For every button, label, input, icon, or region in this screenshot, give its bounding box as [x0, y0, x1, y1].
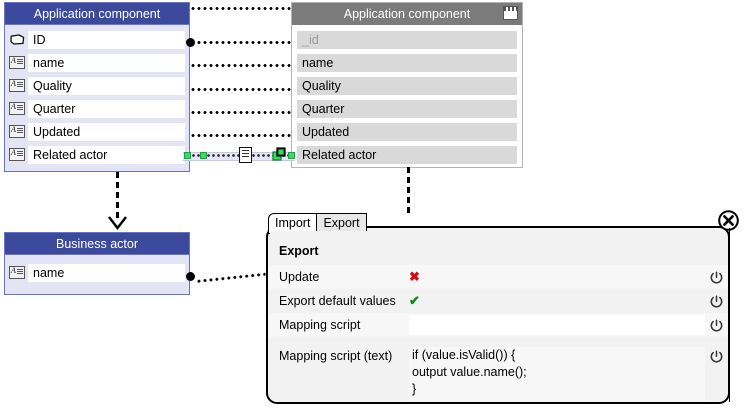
attribute-icon [6, 265, 28, 279]
close-circle-icon[interactable] [718, 210, 739, 231]
mapping-source-handle[interactable] [184, 152, 191, 159]
field-update-value[interactable]: ✖ [409, 269, 420, 284]
source-row-label: Updated [28, 122, 185, 141]
row-band-update [268, 265, 728, 289]
field-export-default-values-label: Export default values [279, 294, 396, 308]
link-quarter [190, 111, 291, 114]
link-updated [190, 134, 291, 137]
target-row-quality[interactable]: Quality [297, 74, 517, 97]
actor-row-name[interactable]: name [6, 261, 185, 284]
link-id [196, 41, 291, 44]
tab-dialog-seam [270, 231, 379, 235]
target-row-updated[interactable]: Updated [297, 120, 517, 143]
actor-name-endpoint [186, 272, 195, 281]
link-node-icon[interactable] [272, 147, 288, 163]
source-id-endpoint [186, 38, 195, 47]
dialog-right-rule [729, 228, 730, 402]
tab-import[interactable]: Import [268, 213, 318, 234]
source-row-name[interactable]: name [6, 51, 185, 74]
key-tag-icon [6, 34, 28, 45]
notepad-icon[interactable] [503, 6, 518, 20]
attribute-icon [6, 101, 28, 115]
source-row-updated[interactable]: Updated [6, 120, 185, 143]
source-panel-body: ID name Quality Quarter Updated Related [5, 25, 189, 166]
target-row-label: Updated [297, 122, 517, 141]
source-row-label: name [28, 53, 185, 72]
target-row-name[interactable]: name [297, 51, 517, 74]
dialog-heading: Export [279, 244, 319, 258]
field-mapping-script-text[interactable]: Mapping script (text) [279, 349, 409, 363]
source-row-label: Quality [28, 76, 185, 95]
field-mapping-script[interactable]: Mapping script [279, 318, 409, 332]
source-panel-title: Application component [5, 3, 189, 25]
field-mapping-script-input[interactable] [409, 315, 705, 335]
attribute-icon [6, 124, 28, 138]
target-row-label: Quality [297, 76, 517, 95]
field-mapping-script-text-value[interactable]: if (value.isValid()) { output value.name… [409, 347, 705, 401]
field-export-default-values-value[interactable]: ✔ [409, 293, 420, 308]
target-row-label: name [297, 53, 517, 72]
power-icon[interactable] [710, 350, 723, 363]
target-application-component-panel[interactable]: Application component _id name Quality Q… [291, 2, 523, 168]
field-mapping-script-text-label: Mapping script (text) [279, 349, 393, 363]
link-quality [190, 88, 291, 91]
field-mapping-script-label: Mapping script [279, 318, 361, 332]
power-icon[interactable] [710, 295, 723, 308]
actor-row-label: name [28, 263, 185, 282]
attribute-icon [6, 55, 28, 69]
mapping-target-handle[interactable] [288, 152, 295, 159]
source-row-quality[interactable]: Quality [6, 74, 185, 97]
attribute-icon [6, 147, 28, 161]
dialog-link-line [407, 167, 410, 215]
field-export-default-values[interactable]: Export default values ✔ [279, 294, 420, 308]
source-row-label: Quarter [28, 99, 185, 118]
actor-panel-title: Business actor [5, 233, 189, 255]
source-row-quarter[interactable]: Quarter [6, 97, 185, 120]
attribute-icon [6, 78, 28, 92]
field-update[interactable]: Update ✖ [279, 270, 420, 284]
source-application-component-panel[interactable]: Application component ID name Quality Qu… [4, 2, 190, 172]
power-icon[interactable] [710, 271, 723, 284]
source-row-related-actor[interactable]: Related actor [6, 143, 185, 166]
business-actor-panel[interactable]: Business actor name [4, 232, 190, 295]
source-row-id[interactable]: ID [6, 28, 185, 51]
link-actor-to-dialog [195, 272, 266, 283]
target-row-label: _id [297, 30, 517, 49]
source-row-label: Related actor [28, 145, 185, 164]
target-row-related-actor[interactable]: Related actor [297, 143, 517, 166]
link-target-to-dialog-top [190, 7, 291, 10]
realization-arrow-head [108, 216, 127, 230]
field-update-label: Update [279, 270, 320, 284]
target-row-label: Quarter [297, 99, 517, 118]
actor-panel-body: name [5, 255, 189, 284]
mapping-script-icon[interactable] [239, 147, 252, 163]
power-icon[interactable] [710, 319, 723, 332]
target-row-quarter[interactable]: Quarter [297, 97, 517, 120]
source-row-label: ID [28, 30, 185, 49]
target-panel-body: _id name Quality Quarter Updated Related… [292, 25, 522, 166]
link-name [190, 64, 291, 67]
dialog-tabbar[interactable]: Import Export [268, 213, 367, 234]
target-row-label: Related actor [297, 145, 517, 164]
target-panel-title: Application component [292, 3, 522, 25]
realization-arrow-line [116, 172, 119, 221]
target-row-id[interactable]: _id [297, 28, 517, 51]
target-panel-title-text: Application component [343, 7, 471, 21]
mapping-mid-handle-left[interactable] [200, 152, 207, 159]
